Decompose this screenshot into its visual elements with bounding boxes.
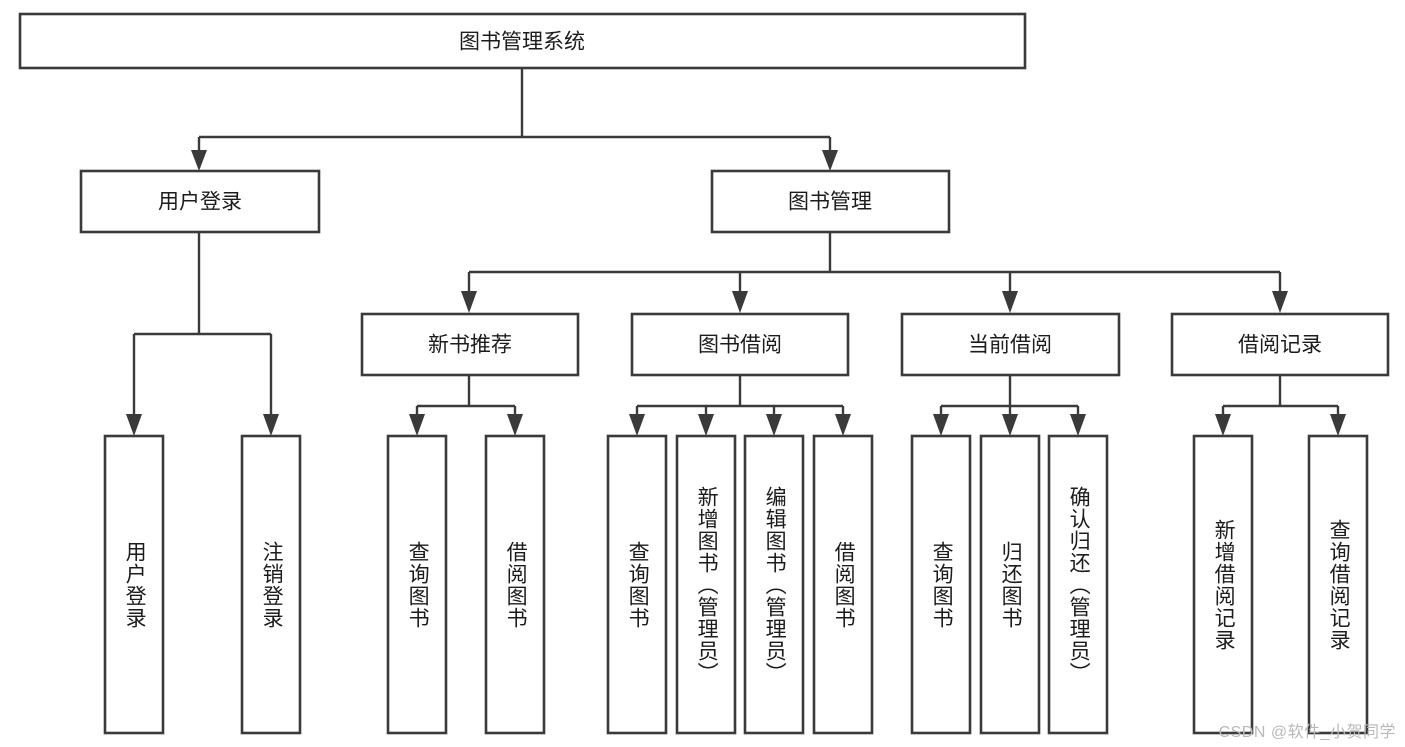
label-book-management: 图书管理 <box>788 191 872 214</box>
node-leaf-query-books-b[interactable] <box>606 434 668 735</box>
arrow-head-icon <box>822 150 838 171</box>
node-leaf-borrow-books-b[interactable] <box>812 434 874 735</box>
label-book-borrow: 图书借阅 <box>698 334 782 357</box>
label-layer: 图书管理系统 用户登录 图书管理 新书推荐 图书借阅 当前借阅 借阅记录 <box>158 31 1322 357</box>
connector-layer <box>126 68 1346 436</box>
node-leaf-query-borrow-record[interactable] <box>1307 434 1369 735</box>
arrow-head-icon <box>933 414 949 436</box>
arrow-head-icon <box>263 414 279 436</box>
arrow-head-icon <box>1330 414 1346 436</box>
node-leaf-add-book-admin[interactable] <box>675 434 737 735</box>
node-user-login[interactable] <box>79 169 321 234</box>
arrow-head-icon <box>766 414 782 436</box>
node-leaf-edit-book-admin[interactable] <box>743 434 805 735</box>
arrow-head-icon <box>126 414 142 436</box>
node-book-management[interactable] <box>710 169 951 234</box>
node-borrow-records[interactable] <box>1170 312 1390 377</box>
arrow-head-icon <box>1070 414 1086 436</box>
node-leaf-add-borrow-record[interactable] <box>1192 434 1254 735</box>
node-book-borrow[interactable] <box>630 312 850 377</box>
csdn-watermark: CSDN @软件_小贺同学 <box>1218 724 1396 741</box>
node-layer <box>18 12 1390 735</box>
label-borrow-records: 借阅记录 <box>1238 334 1322 357</box>
label-current-borrow: 当前借阅 <box>968 334 1052 357</box>
label-root-system: 图书管理系统 <box>459 31 585 54</box>
node-current-borrow[interactable] <box>900 312 1121 377</box>
label-user-login: 用户登录 <box>158 191 242 214</box>
arrow-head-icon <box>835 414 851 436</box>
arrow-head-icon <box>732 291 748 313</box>
node-leaf-query-books-a[interactable] <box>386 434 448 735</box>
arrow-head-icon <box>698 414 714 436</box>
node-leaf-return-books[interactable] <box>979 434 1041 735</box>
arrow-head-icon <box>191 150 207 171</box>
node-leaf-logout[interactable] <box>240 434 302 735</box>
arrow-head-icon <box>1002 414 1018 436</box>
arrow-head-icon <box>1215 414 1231 436</box>
arrow-head-icon <box>507 414 523 436</box>
arrow-head-icon <box>461 291 477 313</box>
arrow-head-icon <box>629 414 645 436</box>
arrow-head-icon <box>1272 291 1288 313</box>
node-leaf-query-books-c[interactable] <box>910 434 972 735</box>
node-new-book-recommend[interactable] <box>360 312 580 377</box>
node-leaf-user-login[interactable] <box>103 434 165 735</box>
arrow-head-icon <box>409 414 425 436</box>
arrow-head-icon <box>1002 291 1018 313</box>
node-leaf-borrow-books-a[interactable] <box>484 434 546 735</box>
node-leaf-confirm-return-admin[interactable] <box>1047 434 1109 735</box>
label-new-book-recommend: 新书推荐 <box>428 334 512 357</box>
node-root-system[interactable] <box>18 12 1027 70</box>
